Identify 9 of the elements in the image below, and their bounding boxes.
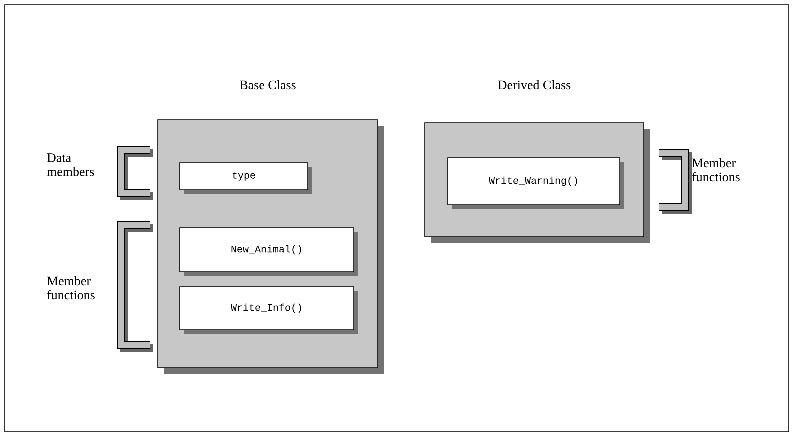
node-label: Base Class	[240, 80, 296, 90]
member-box: type	[180, 162, 312, 194]
bracket-label: Member functions	[692, 158, 740, 182]
node-label: Derived Class	[498, 80, 571, 90]
member-box: New_Animal()	[180, 228, 358, 276]
member-box: Write_Warning()	[448, 158, 624, 209]
member-box: Write_Info()	[180, 286, 358, 334]
bracket-label: Member functions	[47, 276, 95, 300]
bracket-label: Data members	[47, 154, 94, 176]
